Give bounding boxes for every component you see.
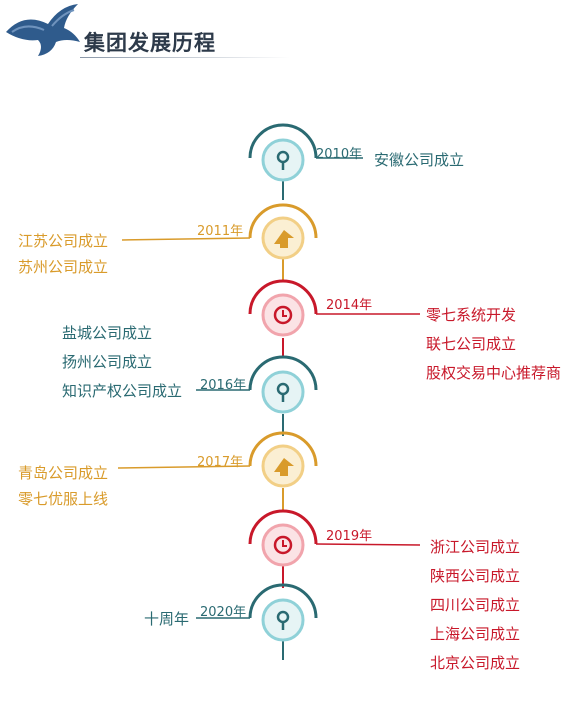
- milestone-item: 零七优服上线: [18, 490, 109, 508]
- year-label-2016: 2016年: [200, 378, 247, 393]
- milestone-item: 知识产权公司成立: [62, 382, 183, 400]
- milestone-item: 北京公司成立: [430, 654, 521, 672]
- eagle-logo-icon: [6, 4, 80, 56]
- milestone-item: 四川公司成立: [430, 596, 521, 614]
- timeline-node-2016: [196, 355, 318, 414]
- timeline-node-2014: [248, 279, 420, 337]
- milestone-item: 零七系统开发: [426, 306, 517, 324]
- page-title: 集团发展历程: [84, 31, 216, 55]
- timeline-node-2017: [117, 431, 318, 488]
- milestone-item: 安徽公司成立: [374, 151, 465, 169]
- year-label-2011: 2011年: [197, 224, 244, 239]
- year-label-2019: 2019年: [326, 529, 373, 544]
- milestone-item: 浙江公司成立: [430, 538, 521, 556]
- year-label-2017: 2017年: [197, 455, 244, 470]
- year-label-2020: 2020年: [200, 605, 247, 620]
- milestone-item: 盐城公司成立: [62, 324, 153, 342]
- header-divider: [80, 57, 290, 58]
- timeline-node-2010: [248, 123, 363, 182]
- year-label-2014: 2014年: [326, 298, 373, 313]
- milestone-item: 十周年: [144, 610, 190, 628]
- milestone-item: 扬州公司成立: [62, 353, 153, 371]
- timeline-node-2011: [121, 203, 318, 260]
- timeline-node-2020: [196, 583, 318, 642]
- milestone-item: 上海公司成立: [430, 625, 521, 643]
- timeline-node-2019: [248, 509, 421, 567]
- milestone-item: 联七公司成立: [426, 335, 517, 353]
- milestone-item: 股权交易中心推荐商: [426, 364, 562, 382]
- milestone-item: 陕西公司成立: [430, 567, 521, 585]
- milestone-item: 青岛公司成立: [18, 464, 109, 482]
- year-label-2010: 2010年: [316, 147, 363, 162]
- milestone-item: 苏州公司成立: [18, 258, 109, 276]
- milestone-item: 江苏公司成立: [18, 232, 109, 250]
